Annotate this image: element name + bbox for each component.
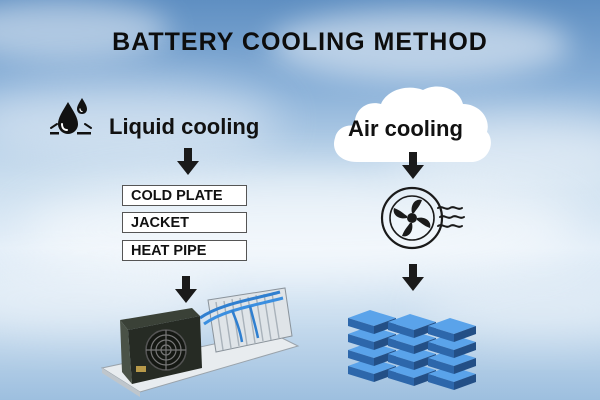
- method-jacket: JACKET: [122, 212, 247, 233]
- arrow-down-icon: [402, 264, 424, 291]
- page-title: BATTERY COOLING METHOD: [112, 28, 488, 56]
- arrow-down-icon: [402, 152, 424, 179]
- liquid-cooling-label: Liquid cooling: [109, 114, 260, 139]
- arrow-down-icon: [177, 148, 199, 175]
- water-drops-icon: [50, 98, 92, 135]
- method-cold-plate: COLD PLATE: [122, 185, 247, 206]
- air-cooling-label: Air cooling: [348, 116, 463, 141]
- battery-cells-stack-illustration: [348, 310, 476, 390]
- fan-icon: [380, 186, 465, 250]
- liquid-cooling-unit-illustration: [100, 287, 300, 397]
- arrow-down-icon: [175, 276, 197, 303]
- cloud-shape: [333, 86, 491, 162]
- method-heat-pipe: HEAT PIPE: [122, 240, 247, 261]
